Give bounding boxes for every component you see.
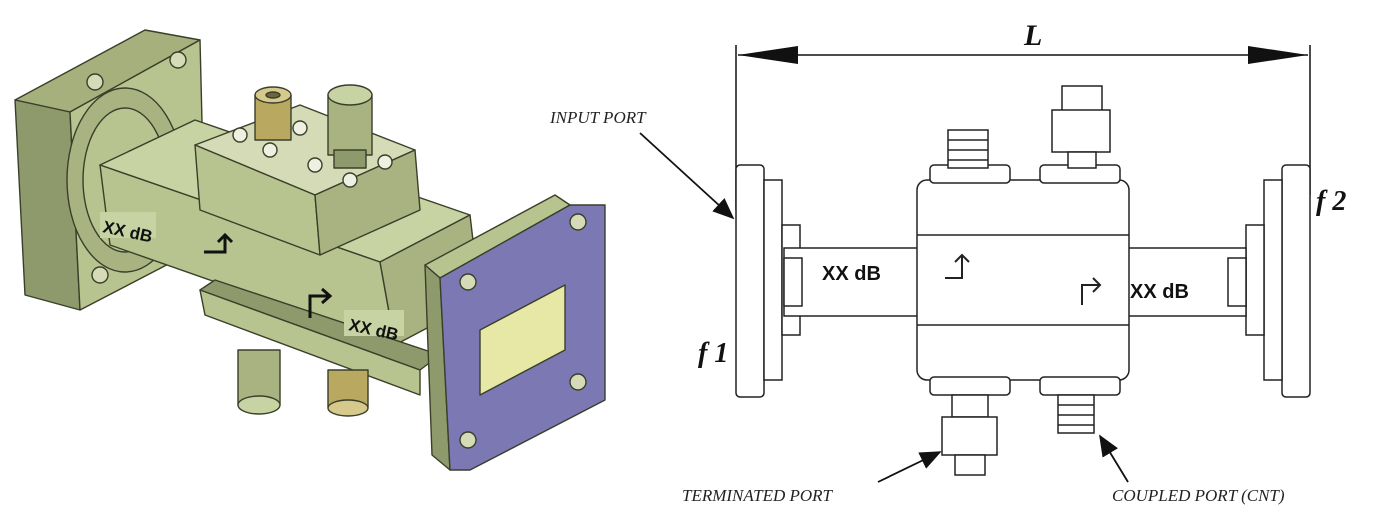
input-port-label: INPUT PORT <box>549 108 647 127</box>
attenuation-label-left: XX dB <box>822 263 881 285</box>
coupler-block <box>916 164 1130 396</box>
coupled-port-label: COUPLED PORT (CNT) <box>1112 486 1285 505</box>
top-sma-connector-male <box>327 84 373 169</box>
front-flange <box>424 194 606 471</box>
bottom-connector-coupled <box>1057 394 1095 434</box>
direction-arrow-icon <box>945 253 970 279</box>
direction-arrow-icon <box>1081 277 1102 305</box>
bottom-connector-terminated <box>941 394 998 476</box>
top-coupler-block <box>194 104 421 256</box>
top-connector-female <box>947 129 989 169</box>
top-sma-connector-female <box>254 86 292 141</box>
flange-1-label: f 1 <box>698 338 728 369</box>
terminated-port-label: TERMINATED PORT <box>682 486 834 505</box>
flange-2-label: f 2 <box>1316 186 1346 217</box>
bottom-connectors <box>237 349 369 417</box>
flange-right <box>1245 164 1311 398</box>
direction-arrow-icon <box>204 232 234 254</box>
top-connector-male <box>1051 85 1111 169</box>
length-label: L <box>1023 19 1042 52</box>
direction-arrow-icon <box>308 287 333 318</box>
attenuation-label-right: XX dB <box>1130 281 1189 303</box>
